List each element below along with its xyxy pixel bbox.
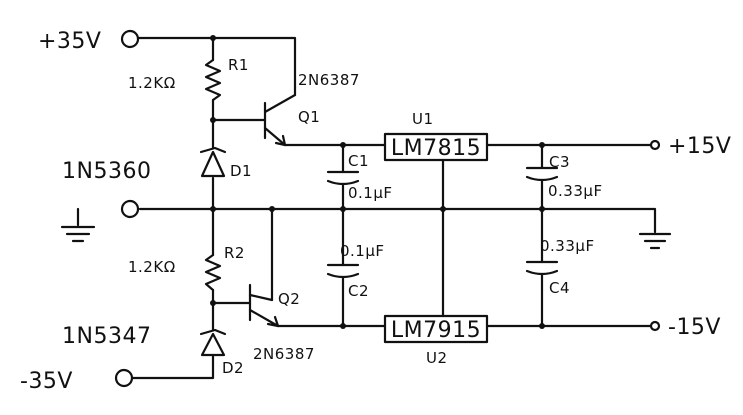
c2-value-label: 0.1μF bbox=[340, 242, 385, 260]
zener-diode-d1 bbox=[199, 146, 227, 178]
terminal-neg15 bbox=[649, 320, 661, 332]
q2-name-label: Q2 bbox=[278, 290, 300, 308]
transistor-q2 bbox=[248, 283, 280, 328]
d2-part-label: 1N5347 bbox=[62, 324, 151, 349]
r1-value-label: 1.2KΩ bbox=[128, 74, 176, 92]
terminal-ground bbox=[120, 199, 140, 219]
terminal-pos15 bbox=[649, 139, 661, 151]
q1-part-label: 2N6387 bbox=[298, 71, 360, 89]
c1-value-label: 0.1μF bbox=[348, 184, 393, 202]
d2-name-label: D2 bbox=[222, 359, 244, 377]
ground-symbol-left bbox=[60, 225, 96, 243]
c4-name-label: C4 bbox=[549, 279, 570, 297]
q1-name-label: Q1 bbox=[298, 108, 320, 126]
capacitor-c2 bbox=[326, 263, 360, 285]
junctions bbox=[210, 35, 545, 329]
c3-name-label: C3 bbox=[549, 153, 570, 171]
resistor-r1 bbox=[204, 58, 222, 102]
d1-part-label: 1N5360 bbox=[62, 159, 151, 184]
u2-name-label: U2 bbox=[426, 349, 448, 367]
terminals bbox=[114, 29, 661, 388]
ground-symbol-right bbox=[638, 232, 672, 250]
c3-value-label: 0.33μF bbox=[548, 182, 603, 200]
u1-name-label: U1 bbox=[412, 110, 434, 128]
pos35-label: +35V bbox=[38, 29, 101, 54]
labels: +35V -35V +15V -15V 1.2KΩ R1 1.2KΩ R2 2N… bbox=[20, 29, 731, 394]
capacitor-c3 bbox=[525, 166, 559, 190]
r2-value-label: 1.2KΩ bbox=[128, 258, 176, 276]
capacitor-c4 bbox=[525, 260, 559, 280]
regulator-u2: LM7915 bbox=[383, 314, 489, 344]
neg15-label: -15V bbox=[668, 315, 721, 340]
r1-name-label: R1 bbox=[228, 56, 249, 74]
neg35-label: -35V bbox=[20, 369, 73, 394]
c2-name-label: C2 bbox=[348, 282, 369, 300]
terminal-pos35 bbox=[120, 29, 140, 49]
transistor-q1 bbox=[263, 93, 297, 147]
q2-part-label: 2N6387 bbox=[253, 345, 315, 363]
terminal-neg35 bbox=[114, 368, 134, 388]
u2-part-label: LM7915 bbox=[391, 318, 481, 343]
resistor-r2 bbox=[204, 253, 222, 292]
u1-part-label: LM7815 bbox=[391, 136, 481, 161]
c4-value-label: 0.33μF bbox=[540, 237, 595, 255]
d1-name-label: D1 bbox=[230, 162, 252, 180]
capacitor-c1 bbox=[326, 170, 360, 192]
regulator-u1: LM7815 bbox=[383, 132, 489, 162]
c1-name-label: C1 bbox=[348, 152, 369, 170]
r2-name-label: R2 bbox=[224, 244, 245, 262]
zener-diode-d2 bbox=[199, 328, 227, 357]
pos15-label: +15V bbox=[668, 134, 731, 159]
